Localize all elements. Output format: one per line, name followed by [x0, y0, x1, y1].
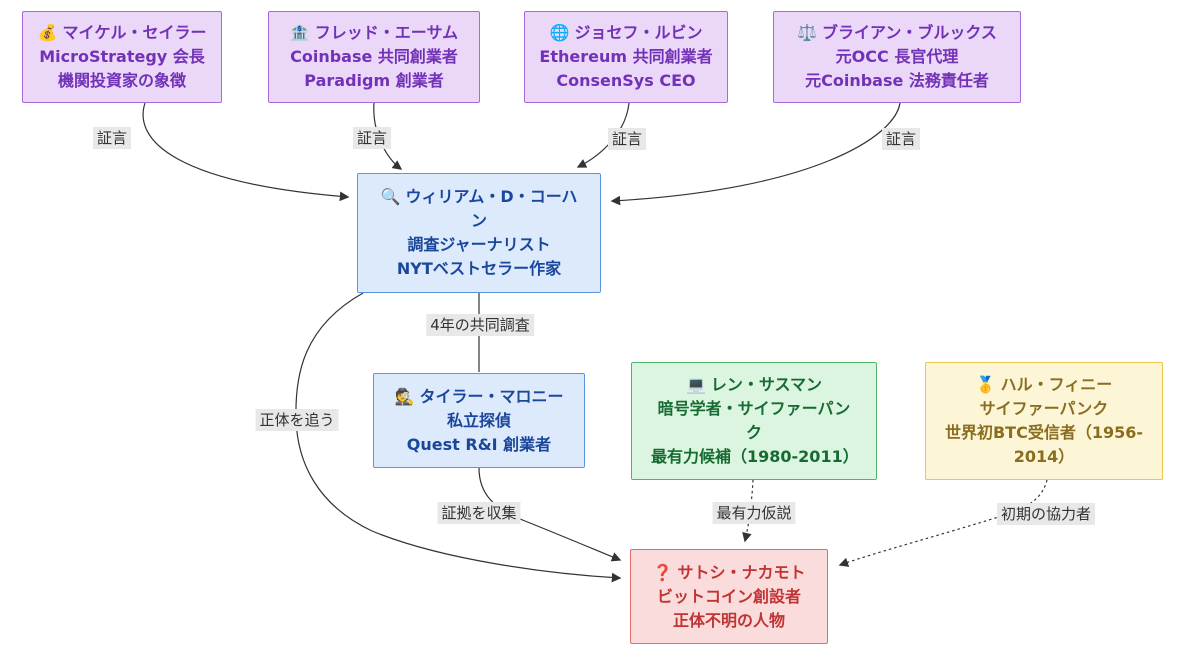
node-hal-finney: 🥇ハル・フィニー サイファーパンク 世界初BTC受信者（1956-2014）	[925, 362, 1163, 480]
node-title: 💰マイケル・セイラー	[35, 21, 209, 45]
node-fred-ehrsam: 🏦フレッド・エーサム Coinbase 共同創業者 Paradigm 創業者	[268, 11, 480, 103]
globe-icon: 🌐	[549, 23, 570, 42]
laptop-icon: 💻	[685, 375, 706, 394]
node-subtitle: Paradigm 創業者	[304, 71, 444, 90]
node-name-text: ウィリアム・D・コーハン	[405, 187, 578, 230]
node-subtitle: 暗号学者・サイファーパンク	[657, 399, 851, 442]
node-subtitle: 世界初BTC受信者（1956-2014）	[944, 423, 1144, 466]
node-title: ❓サトシ・ナカモト	[643, 561, 815, 585]
node-name-text: サトシ・ナカモト	[677, 562, 806, 582]
node-subtitle: Ethereum 共同創業者	[539, 47, 713, 66]
node-subtitle: ConsenSys CEO	[556, 71, 696, 90]
edge-label-testimony-4: 証言	[881, 128, 921, 150]
medal-icon: 🥇	[975, 375, 996, 394]
edge-label-testimony-3: 証言	[607, 128, 647, 150]
node-subtitle: 最有力候補（1980-2011）	[651, 447, 859, 466]
edge-label-testimony-1: 証言	[92, 127, 132, 149]
node-subtitle: MicroStrategy 会長	[39, 47, 205, 66]
node-title: 🏦フレッド・エーサム	[281, 21, 467, 45]
node-name-text: ハル・フィニー	[1000, 375, 1113, 394]
node-subtitle: 調査ジャーナリスト	[407, 235, 551, 254]
node-title: 🕵️タイラー・マロニー	[386, 385, 572, 409]
edge-testimony-saylor-cohan	[142, 102, 350, 202]
node-joseph-lubin: 🌐ジョセフ・ルビン Ethereum 共同創業者 ConsenSys CEO	[524, 11, 728, 103]
node-subtitle: 正体不明の人物	[672, 610, 785, 630]
edge-label-top-hypothesis: 最有力仮説	[712, 502, 796, 524]
node-subtitle: Quest R&I 創業者	[406, 434, 552, 454]
node-name-text: レン・サスマン	[710, 375, 823, 394]
node-subtitle: サイファーパンク	[979, 399, 1109, 418]
edge-top-hypothesis-sassaman-satoshi	[742, 479, 754, 543]
node-subtitle: 元OCC 長官代理	[835, 47, 959, 66]
node-tyler-maroney: 🕵️タイラー・マロニー 私立探偵 Quest R&I 創業者	[373, 373, 585, 468]
edge-label-collect-evidence: 証拠を収集	[437, 502, 521, 524]
node-subtitle: ビットコイン創設者	[656, 586, 801, 606]
edge-testimony-brooks-cohan	[610, 102, 901, 206]
node-satoshi-nakamoto: ❓サトシ・ナカモト ビットコイン創設者 正体不明の人物	[630, 549, 828, 644]
node-subtitle: Coinbase 共同創業者	[290, 47, 458, 66]
detective-icon: 🕵️	[394, 386, 415, 406]
edge-chase-identity-cohan-satoshi	[295, 292, 622, 583]
node-subtitle: 元Coinbase 法務責任者	[805, 71, 989, 90]
node-subtitle: NYTベストセラー作家	[396, 259, 562, 278]
node-title: 🔍ウィリアム・D・コーハン	[375, 185, 583, 233]
node-title: 🥇ハル・フィニー	[942, 373, 1146, 397]
bank-icon: 🏦	[289, 23, 310, 42]
node-name-text: ブライアン・ブルックス	[822, 23, 997, 42]
edge-collect-evidence-maroney-satoshi	[478, 467, 622, 562]
node-brian-brooks: ⚖️ブライアン・ブルックス 元OCC 長官代理 元Coinbase 法務責任者	[773, 11, 1021, 103]
edge-label-joint-investigation: 4年の共同調査	[426, 314, 534, 336]
money-bag-icon: 💰	[37, 23, 58, 42]
edge-label-testimony-2: 証言	[352, 127, 392, 149]
node-michael-saylor: 💰マイケル・セイラー MicroStrategy 会長 機関投資家の象徴	[22, 11, 222, 103]
node-subtitle: 機関投資家の象徴	[57, 71, 186, 90]
node-subtitle: 私立探偵	[446, 410, 511, 430]
node-title: 💻レン・サスマン	[651, 373, 857, 397]
node-title: ⚖️ブライアン・ブルックス	[786, 21, 1008, 45]
node-william-d-cohan: 🔍ウィリアム・D・コーハン 調査ジャーナリスト NYTベストセラー作家	[357, 173, 601, 293]
node-len-sassaman: 💻レン・サスマン 暗号学者・サイファーパンク 最有力候補（1980-2011）	[631, 362, 877, 480]
red-question-mark-icon: ❓	[652, 562, 673, 582]
node-name-text: フレッド・エーサム	[314, 23, 459, 42]
edge-label-chase-identity: 正体を追う	[255, 409, 339, 431]
node-name-text: マイケル・セイラー	[62, 23, 207, 42]
node-name-text: タイラー・マロニー	[419, 386, 564, 406]
node-title: 🌐ジョセフ・ルビン	[537, 21, 715, 45]
balance-scale-icon: ⚖️	[797, 23, 818, 42]
edge-label-early-collaborator: 初期の協力者	[996, 503, 1096, 525]
node-name-text: ジョセフ・ルビン	[574, 23, 703, 42]
magnifying-glass-icon: 🔍	[380, 187, 401, 206]
